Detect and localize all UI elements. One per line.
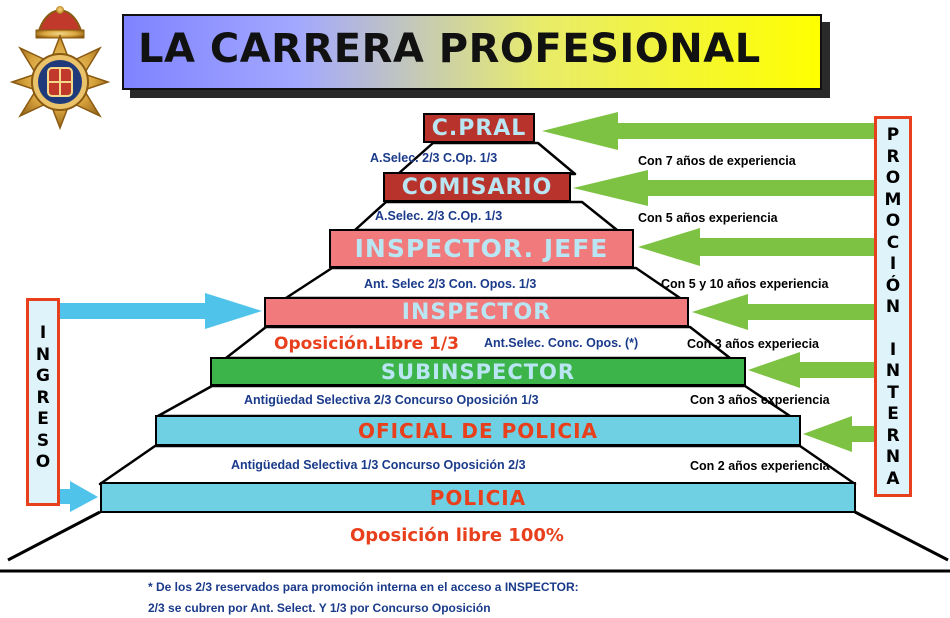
footnote-line: * De los 2/3 reservados para promoción i… xyxy=(148,580,579,594)
rank-oficial-de-policia: OFICIAL DE POLICIA xyxy=(155,415,801,446)
footnote-line: 2/3 se cubren por Ant. Select. Y 1/3 por… xyxy=(148,601,491,615)
step-access-red: Oposición.Libre 1/3 xyxy=(274,334,459,354)
ingreso-char: S xyxy=(36,430,50,451)
step-access: Ant.Selec. Conc. Opos. (*) xyxy=(484,336,639,350)
pyramid-step xyxy=(396,141,577,176)
step-experience: Con 2 años experiencia xyxy=(690,459,830,473)
step-experience: Con 3 años experiencia xyxy=(690,393,830,407)
base-right-diagonal xyxy=(854,510,949,562)
promocion-char: I xyxy=(889,254,897,274)
promocion-char: C xyxy=(886,232,900,253)
step-access: Ant. Selec 2/3 Con. Opos. 1/3 xyxy=(364,277,537,291)
arrow-left-icon xyxy=(803,416,875,452)
promocion-char: E xyxy=(887,404,899,424)
promocion-char: O xyxy=(885,211,901,231)
promocion-char: N xyxy=(885,297,901,317)
rank-c-pral: C.PRAL xyxy=(423,113,535,143)
rank-policia: POLICIA xyxy=(100,482,856,513)
rank-inspector: INSPECTOR xyxy=(264,297,689,327)
step-access: Antigüedad Selectiva 2/3 Concurso Oposic… xyxy=(244,393,539,407)
arrow-left-icon xyxy=(573,170,875,206)
ingreso-char: N xyxy=(35,344,51,365)
step-experience: Con 7 años de experiencia xyxy=(638,154,796,168)
ingreso-char: O xyxy=(35,452,51,472)
promocion-char: P xyxy=(886,125,900,145)
ingreso-label-box: I N G R E S O xyxy=(26,298,60,506)
ingreso-char: E xyxy=(37,409,49,429)
rank-inspector-jefe: INSPECTOR. JEFE xyxy=(329,229,634,268)
promocion-char: A xyxy=(886,468,900,489)
arrow-left-icon xyxy=(748,352,875,388)
police-badge-icon xyxy=(9,6,111,131)
promocion-char: T xyxy=(887,382,899,403)
promocion-interna-label-box: P R O M O C I Ó N I N T E R N A xyxy=(874,116,912,497)
title-banner: LA CARRERA PROFESIONAL xyxy=(122,14,830,98)
promocion-char: Ó xyxy=(885,275,901,296)
promocion-char: N xyxy=(885,361,901,381)
promocion-char: I xyxy=(889,339,897,360)
base-left-diagonal xyxy=(7,510,101,562)
ingreso-char: G xyxy=(36,366,50,386)
step-access: Antigüedad Selectiva 1/3 Concurso Oposic… xyxy=(231,458,526,472)
arrow-left-icon xyxy=(542,112,875,150)
step-access: A.Selec. 2/3 C.Op. 1/3 xyxy=(370,151,498,165)
promocion-char: R xyxy=(886,146,900,167)
arrow-right-icon xyxy=(60,481,98,512)
rank-comisario: COMISARIO xyxy=(383,172,571,202)
arrow-left-icon xyxy=(638,228,875,266)
promocion-char: N xyxy=(885,447,901,467)
promocion-char: M xyxy=(884,189,902,210)
rank-subinspector: SUBINSPECTOR xyxy=(210,357,746,386)
step-access: A.Selec. 2/3 C.Op. 1/3 xyxy=(375,209,503,223)
base-note: Oposición libre 100% xyxy=(350,525,564,546)
step-experience: Con 3 años experiecia xyxy=(687,337,820,351)
promocion-char: R xyxy=(886,425,900,446)
ingreso-char: I xyxy=(39,323,47,343)
step-experience: Con 5 años experiencia xyxy=(638,211,778,225)
page-title: LA CARRERA PROFESIONAL xyxy=(138,26,761,72)
arrow-right-icon xyxy=(60,293,262,329)
step-experience: Con 5 y 10 años experiencia xyxy=(661,277,829,291)
promocion-char: O xyxy=(885,168,901,188)
ingreso-char: R xyxy=(36,387,50,408)
arrow-left-icon xyxy=(692,294,875,330)
